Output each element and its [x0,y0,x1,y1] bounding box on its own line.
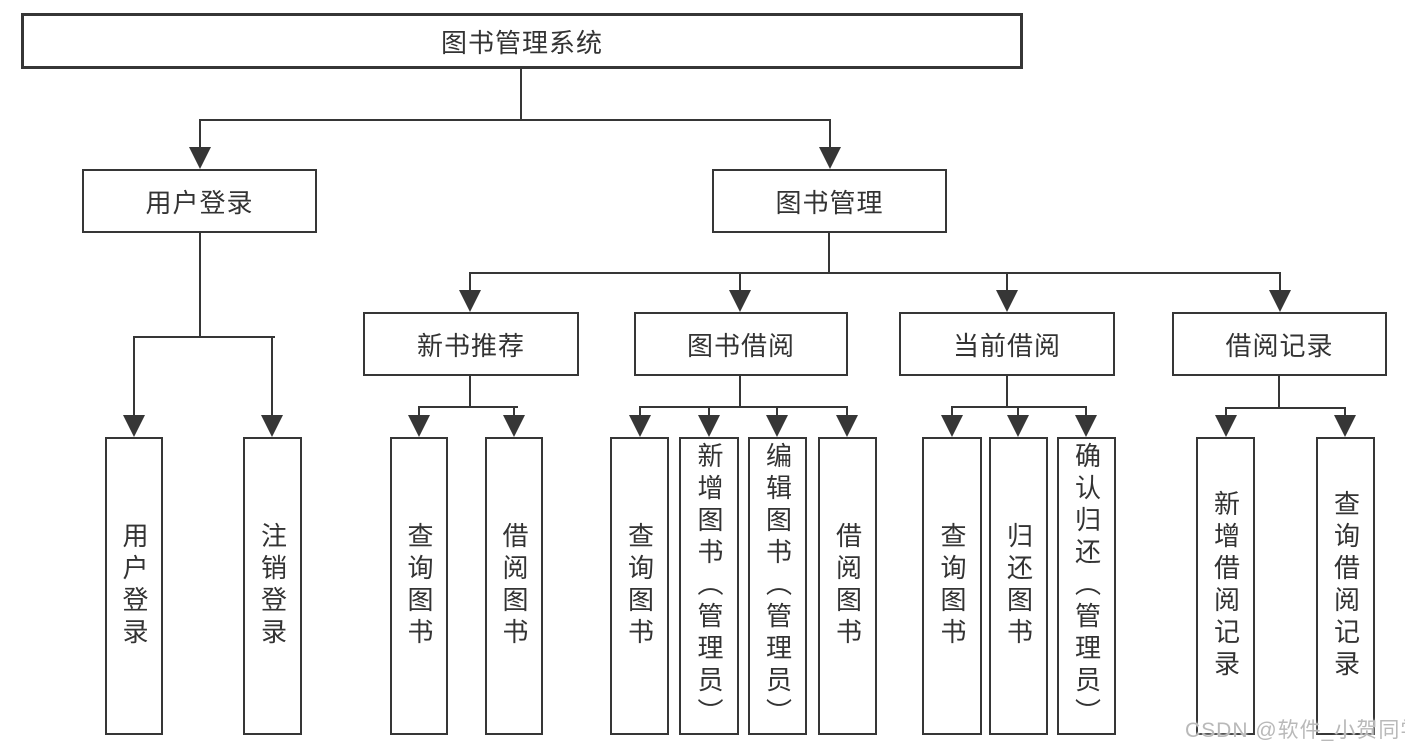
connector-arrow-shaft [1085,406,1087,420]
connector-arrow-shaft [469,272,471,294]
leaf-label: 借阅图书 [499,522,529,650]
connector-arrow-shaft [513,406,515,420]
connector-arrow-shaft [133,336,135,420]
arrow-down-icon [996,290,1018,312]
connector-arrow-shaft [739,272,741,294]
arrow-down-icon [629,415,651,437]
connector-arrow-shaft [829,119,831,149]
leaf-label: 查询图书 [937,522,967,650]
leaf-label: 借阅图书 [832,522,863,650]
leaf-borrow-books: 借阅图书 [818,437,877,735]
connector-root-branch [199,119,831,121]
node-current-borrowing: 当前借阅 [899,312,1115,376]
connector-current-stem [1006,376,1008,407]
arrow-down-icon [408,415,430,437]
node-library-management-system: 图书管理系统 [21,13,1023,69]
leaf-label: 归还图书 [1003,522,1034,650]
leaf-label: 确认归还（管理员） [1071,442,1102,730]
leaf-add-books-admin: 新增图书（管理员） [679,437,739,735]
arrow-down-icon [189,147,211,169]
arrow-down-icon [729,290,751,312]
connector-records-stem [1278,376,1280,409]
leaf-label: 查询图书 [404,522,434,650]
leaf-edit-books-admin: 编辑图书（管理员） [748,437,807,735]
connector-arrow-shaft [708,406,710,420]
arrow-down-icon [1215,415,1237,437]
connector-arrow-shaft [951,406,953,420]
connector-recommend-branch [418,406,518,408]
connector-arrow-shaft [846,406,848,420]
node-label: 图书管理系统 [440,27,603,58]
connector-arrow-shaft [1006,272,1008,294]
connector-arrow-shaft [776,406,778,420]
leaf-logout: 注销登录 [243,437,302,735]
connector-arrow-shaft [418,406,420,420]
connector-borrowing-branch [639,406,848,408]
connector-arrow-shaft [1017,406,1019,420]
leaf-label: 新增图书（管理员） [694,442,724,730]
arrow-down-icon [123,415,145,437]
node-book-management: 图书管理 [712,169,947,233]
connector-arrow-shaft [199,119,201,149]
arrow-down-icon [698,415,720,437]
node-new-book-recommend: 新书推荐 [363,312,579,376]
connector-user-login-branch [133,336,275,338]
arrow-down-icon [1007,415,1029,437]
watermark: CSDN @软件_小贺同学 [1185,719,1405,742]
node-label: 图书借阅 [686,330,795,361]
node-label: 用户登录 [145,187,254,218]
connector-records-branch [1225,407,1346,409]
arrow-down-icon [1334,415,1356,437]
arrow-down-icon [941,415,963,437]
leaf-label: 查询借阅记录 [1330,490,1361,682]
arrow-down-icon [261,415,283,437]
leaf-query-books-recommend: 查询图书 [390,437,448,735]
connector-arrow-shaft [1279,272,1281,294]
leaf-label: 编辑图书（管理员） [762,442,793,730]
leaf-label: 新增借阅记录 [1210,490,1241,682]
arrow-down-icon [459,290,481,312]
connector-arrow-shaft [271,336,273,420]
leaf-query-books-borrowing: 查询图书 [610,437,669,735]
node-book-borrowing: 图书借阅 [634,312,848,376]
leaf-label: 查询图书 [624,522,655,650]
arrow-down-icon [819,147,841,169]
arrow-down-icon [766,415,788,437]
connector-arrow-shaft [1225,407,1227,420]
node-label: 图书管理 [775,187,884,218]
connector-borrowing-stem [739,376,741,407]
arrow-down-icon [503,415,525,437]
connector-root-stem [520,69,522,119]
connector-book-mgmt-branch [470,272,1281,274]
connector-recommend-stem [469,376,471,407]
connector-arrow-shaft [639,406,641,420]
leaf-query-books-current: 查询图书 [922,437,982,735]
connector-book-mgmt-stem [828,233,830,274]
connector-arrow-shaft [1344,407,1346,420]
node-label: 当前借阅 [952,330,1061,361]
node-user-login: 用户登录 [82,169,317,233]
connector-user-login-stem [199,233,201,338]
node-label: 新书推荐 [416,330,525,361]
leaf-query-borrow-record: 查询借阅记录 [1316,437,1375,735]
leaf-add-borrow-record: 新增借阅记录 [1196,437,1255,735]
connector-current-branch [951,406,1087,408]
leaf-confirm-return-admin: 确认归还（管理员） [1057,437,1116,735]
node-label: 借阅记录 [1225,330,1334,361]
leaf-user-login: 用户登录 [105,437,163,735]
arrow-down-icon [1075,415,1097,437]
arrow-down-icon [836,415,858,437]
leaf-borrow-books-recommend: 借阅图书 [485,437,543,735]
node-borrowing-records: 借阅记录 [1172,312,1387,376]
leaf-return-books: 归还图书 [989,437,1048,735]
leaf-label: 用户登录 [119,522,149,650]
leaf-label: 注销登录 [257,522,288,650]
arrow-down-icon [1269,290,1291,312]
